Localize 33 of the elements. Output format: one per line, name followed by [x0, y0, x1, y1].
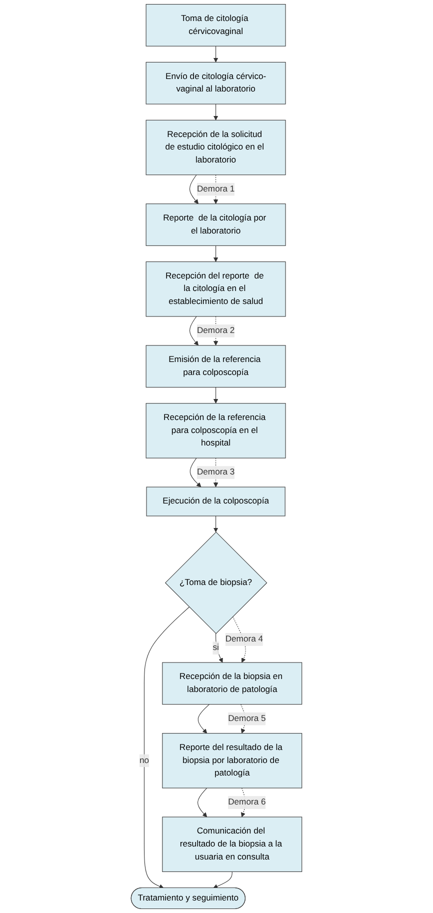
arrow — [190, 458, 202, 488]
edge-label: Demora 3 — [196, 468, 235, 477]
arrow — [144, 606, 190, 889]
edge-label: Demora 4 — [225, 634, 264, 644]
node-box: Recepción de la biopsia en laboratorio de patología — [162, 662, 302, 705]
edge-label: si — [212, 643, 219, 652]
node-box: Envío de citología cérvico-vaginal al laboratorio — [146, 62, 286, 104]
arrow — [213, 104, 218, 120]
node-box: Recepción de la solicitud de estudio citológico en el laboratorio — [146, 120, 286, 176]
arrow — [213, 516, 218, 532]
edge-label: Demora 6 — [228, 798, 266, 807]
edge-label: no — [139, 756, 149, 765]
node-box: Recepción del reporte de la citología en el establecimiento de salud — [146, 261, 286, 317]
edge-label: Demora 5 — [228, 714, 266, 724]
edge-label: Demora 2 — [196, 326, 235, 336]
arrow — [213, 387, 218, 404]
node-box: Recepción de la referencia para colposcopía en el hospital — [146, 403, 286, 458]
arrow — [213, 871, 232, 888]
arrow — [189, 174, 199, 204]
node-box: Reporte de la citología por el laboratorio — [146, 204, 286, 246]
arrow — [216, 633, 223, 663]
arrow — [213, 245, 218, 262]
node-box: Ejecución de la colposcopía — [146, 486, 286, 516]
node-box: Comunicación del resultado de la biopsia a la usuaria en consulta — [162, 816, 302, 872]
node-box: Toma de citología cérvicovaginal — [146, 4, 286, 46]
node-box: Emisión de la referencia para colposcopía — [146, 345, 286, 388]
node-box: Reporte del resultado de la biopsia por laboratorio de patología — [162, 733, 302, 788]
arrow — [198, 704, 210, 734]
node-diamond: ¿Toma de biopsia? — [164, 532, 268, 634]
edge-label: Demora 1 — [196, 184, 235, 194]
arrow — [197, 788, 208, 818]
arrow — [213, 46, 218, 62]
arrow — [189, 316, 199, 346]
